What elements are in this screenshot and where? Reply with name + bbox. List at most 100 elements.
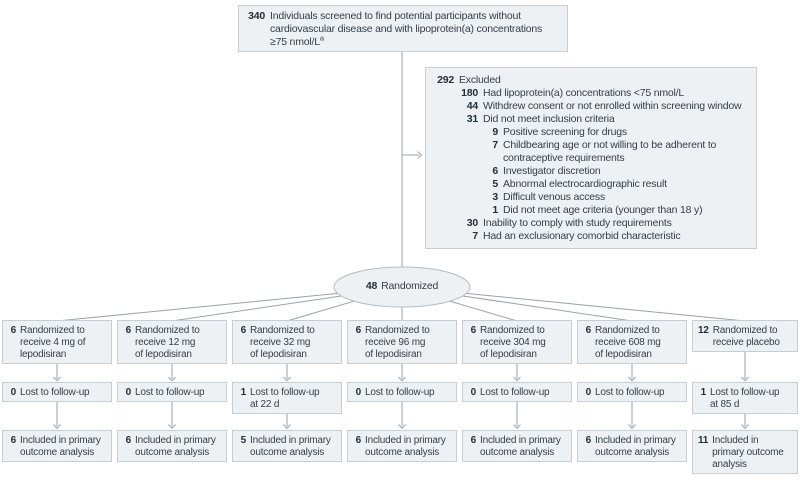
exclusion-text: Positive screening for drugs bbox=[503, 126, 627, 138]
arm-text: Randomized to receive placebo bbox=[712, 325, 780, 348]
arm-count: 6 bbox=[10, 325, 17, 336]
exclusion-row: 6 Investigator discretion bbox=[432, 165, 750, 178]
arm-text: Lost to follow-up bbox=[135, 387, 205, 398]
exclusion-row: 31 Did not meet inclusion criteria bbox=[432, 113, 750, 126]
arm-count: 6 bbox=[355, 325, 362, 336]
exclusion-row: 292 Excluded bbox=[432, 74, 750, 87]
exclusion-count: 30 bbox=[466, 217, 478, 229]
exclusion-count: 6 bbox=[492, 165, 498, 177]
exclusion-count: 180 bbox=[461, 87, 478, 99]
exclusion-text: Childbearing age or not willing to be ad… bbox=[503, 139, 717, 164]
exclusion-row: 9 Positive screening for drugs bbox=[432, 126, 750, 139]
exclusion-count: 1 bbox=[492, 204, 498, 216]
arm-text: Randomized to receive 32 mg of lepodisir… bbox=[250, 325, 315, 360]
exclusion-text: Investigator discretion bbox=[503, 165, 601, 177]
arm-count: 0 bbox=[125, 387, 132, 398]
arm-count: 11 bbox=[698, 435, 709, 446]
exclusion-row: 44 Withdrew consent or not enrolled withi… bbox=[432, 100, 750, 113]
exclusion-row: 7 Had an exclusionary comorbid characteri… bbox=[432, 230, 750, 243]
screened-text: Individuals screened to find potential p… bbox=[270, 10, 543, 48]
exclusion-count: 5 bbox=[492, 178, 498, 190]
arm-text: Included in primary outcome analysis bbox=[480, 435, 561, 458]
arm-count: 0 bbox=[10, 387, 17, 398]
exclusion-text: Did not meet inclusion criteria bbox=[483, 113, 615, 125]
exclusion-row: 180 Had lipoprotein(a) concentrations <75… bbox=[432, 87, 750, 100]
arm-text: Included in primary outcome analysis bbox=[135, 435, 216, 458]
arm-text: Included in primary outcome analysis bbox=[365, 435, 446, 458]
arm-count: 0 bbox=[470, 387, 477, 398]
arm-text: Included in primary outcome analysis bbox=[595, 435, 676, 458]
arm-count: 6 bbox=[585, 325, 592, 336]
exclusion-count: 31 bbox=[466, 113, 478, 125]
arm-count: 6 bbox=[240, 325, 247, 336]
arm-count: 6 bbox=[470, 325, 477, 336]
arm-count: 1 bbox=[240, 387, 247, 398]
screened-box: 340 Individuals screened to find potenti… bbox=[238, 5, 568, 52]
exclusion-row: 7 Childbearing age or not willing to be a… bbox=[432, 139, 750, 165]
arm-count: 6 bbox=[10, 435, 17, 446]
footnote-marker: a bbox=[319, 33, 324, 43]
exclusion-text: Abnormal electrocardiographic result bbox=[503, 178, 667, 190]
exclusion-row: 1 Did not meet age criteria (younger than… bbox=[432, 204, 750, 217]
exclusion-count: 9 bbox=[492, 126, 498, 138]
arm-text: Lost to follow-up at 85 d bbox=[710, 387, 780, 410]
arm-count: 0 bbox=[585, 387, 592, 398]
arm-text: Included in primary outcome analysis bbox=[20, 435, 101, 458]
arm-text: Included in primary outcome analysis bbox=[712, 435, 784, 470]
arm-count: 6 bbox=[585, 435, 592, 446]
arm-count: 5 bbox=[240, 435, 247, 446]
arm-text: Lost to follow-up at 22 d bbox=[250, 387, 320, 410]
exclusion-text: Difficult venous access bbox=[503, 191, 606, 203]
arm-count: 6 bbox=[470, 435, 477, 446]
exclusion-text: Had an exclusionary comorbid characteris… bbox=[483, 230, 681, 242]
exclusion-text: Did not meet age criteria (younger than … bbox=[503, 204, 703, 216]
exclusion-count: 44 bbox=[466, 100, 478, 112]
arm-text: Lost to follow-up bbox=[20, 387, 90, 398]
exclusion-text: Excluded bbox=[459, 74, 501, 86]
exclusion-text: Inability to comply with study requireme… bbox=[483, 217, 672, 229]
arm-text: Lost to follow-up bbox=[480, 387, 550, 398]
exclusion-row: 5 Abnormal electrocardiographic result bbox=[432, 178, 750, 191]
arm-text: Lost to follow-up bbox=[365, 387, 435, 398]
arm-text: Randomized to receive 96 mg of lepodisir… bbox=[365, 325, 430, 360]
exclusion-count: 7 bbox=[492, 139, 498, 151]
arm-count: 6 bbox=[355, 435, 362, 446]
arm-count: 1 bbox=[700, 387, 707, 398]
randomized-label: Randomized bbox=[381, 280, 439, 292]
exclusion-row: 30 Inability to comply with study require… bbox=[432, 217, 750, 230]
arm-text: Randomized to receive 304 mg of lepodisi… bbox=[480, 325, 546, 360]
exclusion-count: 292 bbox=[437, 74, 454, 86]
exclusion-count: 7 bbox=[472, 230, 478, 242]
exclusion-text: Withdrew consent or not enrolled within … bbox=[483, 100, 742, 112]
exclusion-text: Had lipoprotein(a) concentrations <75 nm… bbox=[483, 87, 685, 99]
arm-text: Randomized to receive 4 mg of lepodisira… bbox=[20, 325, 86, 360]
excluded-box: 292 Excluded 180 Had lipoprotein(a) concen… bbox=[425, 67, 757, 249]
arm-text: Lost to follow-up bbox=[595, 387, 665, 398]
arm-text: Randomized to receive 608 mg of lepodisi… bbox=[595, 325, 661, 360]
screened-count: 340 bbox=[248, 10, 265, 22]
